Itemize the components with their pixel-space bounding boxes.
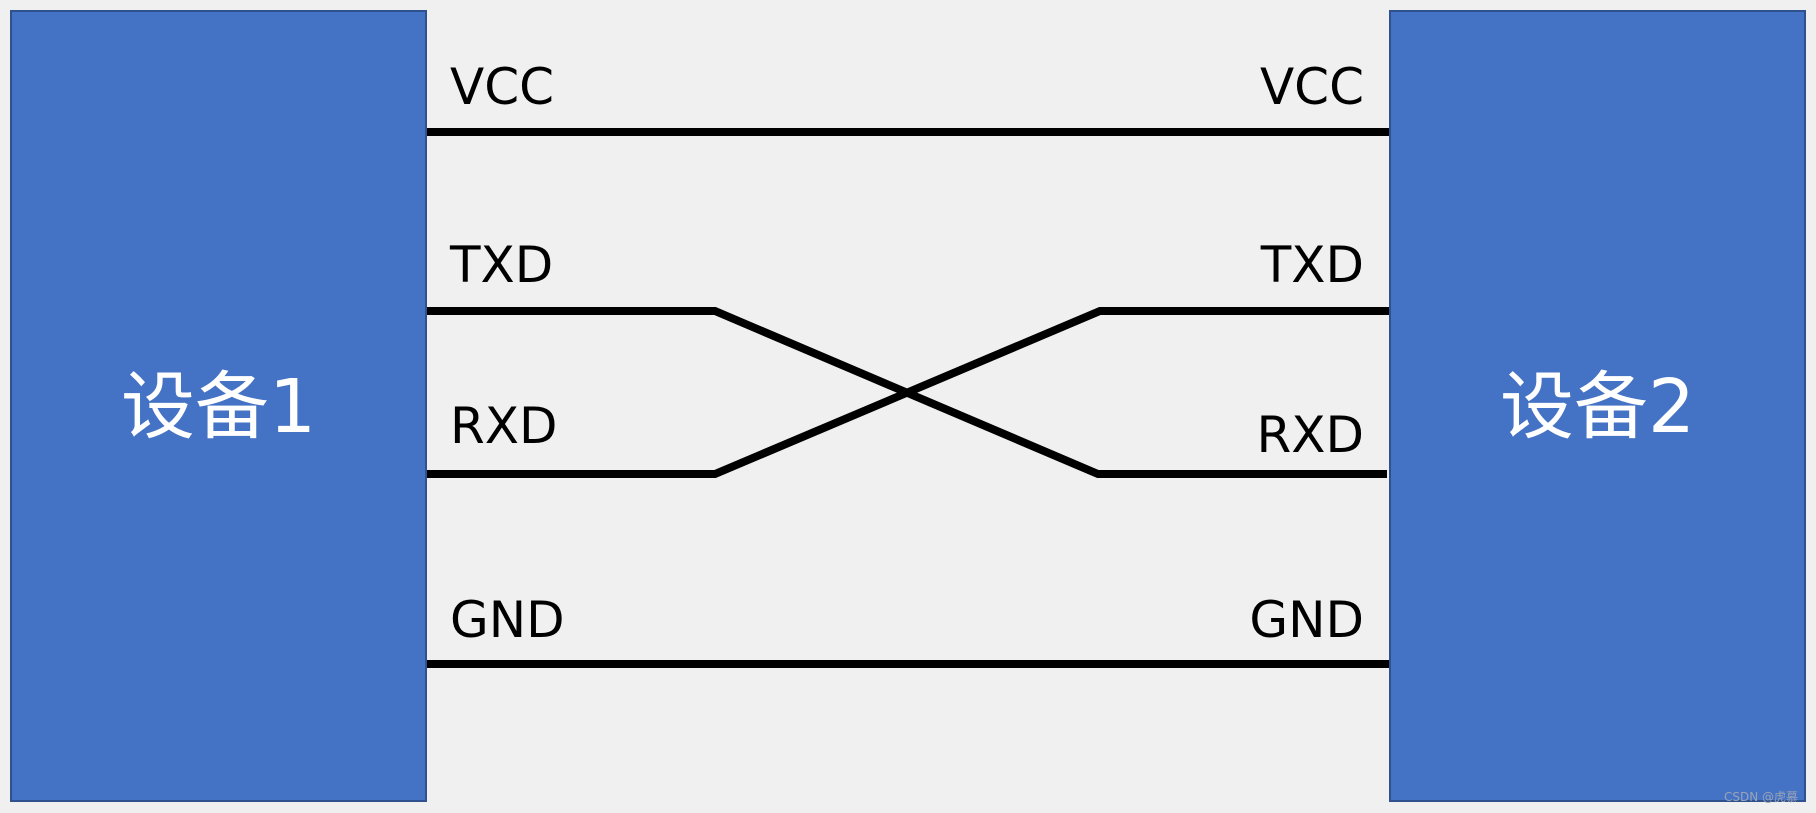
left-gnd-label: GND: [450, 591, 565, 649]
right-vcc-label: VCC: [1259, 58, 1364, 116]
right-rxd-label: RXD: [1256, 406, 1365, 464]
device-2-label: 设备2: [1499, 363, 1696, 450]
watermark-text: CSDN @虎慕: [1723, 790, 1798, 804]
left-rxd-label: RXD: [450, 397, 558, 455]
rxd-to-txd-wire: [427, 307, 1389, 478]
right-gnd-label: GND: [1249, 591, 1364, 649]
device-1-box: 设备1: [10, 10, 427, 802]
device-2-box: 设备2: [1389, 10, 1806, 802]
left-vcc-label: VCC: [450, 58, 555, 116]
right-txd-label: TXD: [1260, 236, 1364, 294]
left-txd-label: TXD: [450, 236, 554, 294]
device-1-label: 设备1: [120, 363, 317, 450]
